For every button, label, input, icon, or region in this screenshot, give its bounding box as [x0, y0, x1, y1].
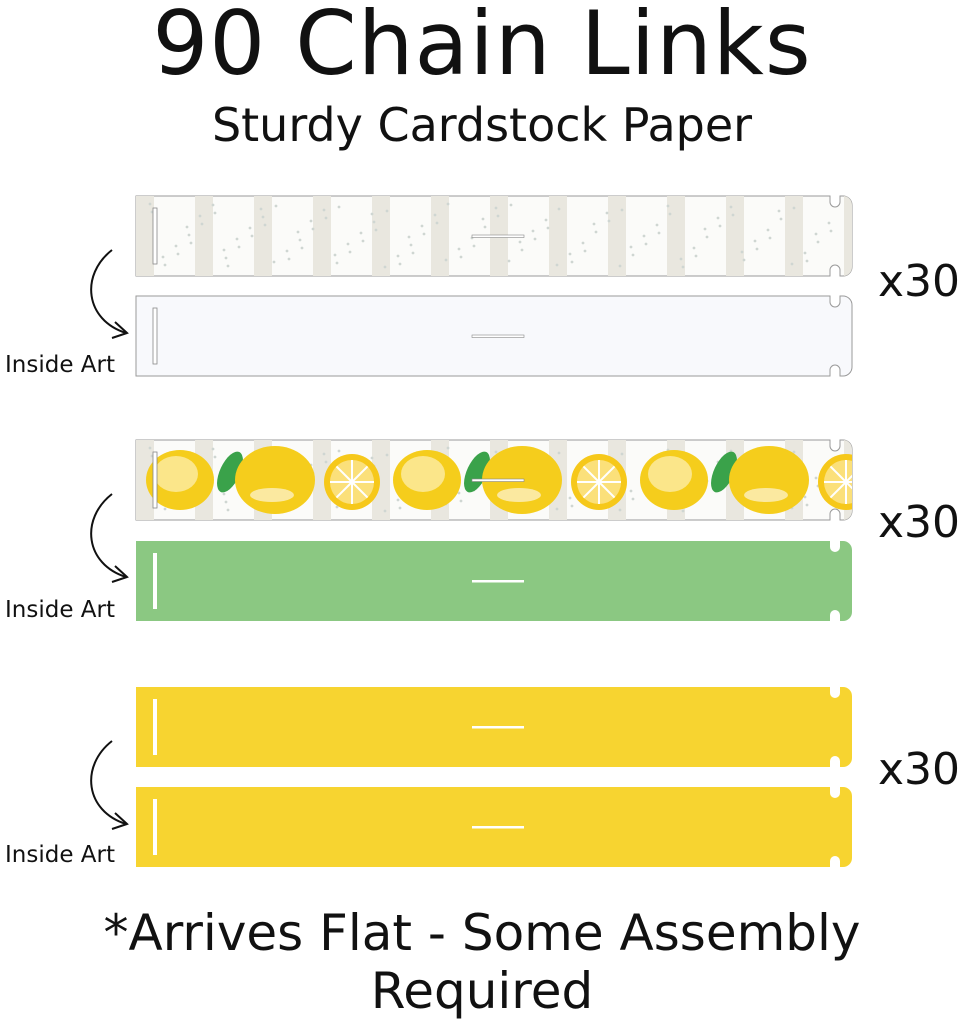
slot — [152, 451, 158, 509]
inside-art-label: Inside Art — [5, 352, 116, 378]
stripe — [313, 440, 331, 520]
stripe — [844, 196, 852, 276]
stripe — [254, 196, 272, 276]
stripe — [667, 196, 685, 276]
leaf — [711, 451, 737, 493]
outside-strip-striped-dots — [135, 195, 853, 277]
stripe — [726, 196, 744, 276]
leaf — [464, 451, 490, 493]
assembly-note: *Arrives Flat - Some Assembly Required — [103, 904, 861, 1020]
stripe — [195, 196, 213, 276]
inside-art-label: Inside Art — [5, 597, 116, 623]
quantity-label: x30 — [878, 497, 961, 548]
lemon — [235, 446, 315, 514]
slit — [471, 334, 525, 338]
flip-arrow-icon — [90, 493, 129, 583]
flip-arrow-icon — [90, 249, 129, 339]
slit — [471, 478, 525, 482]
quantity-label: x30 — [878, 256, 961, 307]
slit — [472, 580, 524, 583]
stripe — [313, 196, 331, 276]
slot — [152, 207, 158, 265]
stripe — [136, 196, 154, 276]
stripe — [136, 440, 154, 520]
inside-strip-plain-yellow — [136, 787, 852, 867]
slot — [153, 553, 157, 609]
slot — [152, 307, 158, 365]
inside-strip-plain-white — [135, 295, 853, 377]
quantity-label: x30 — [878, 744, 961, 795]
leaf — [217, 451, 243, 493]
stripe — [549, 196, 567, 276]
slit — [472, 726, 524, 729]
slit — [471, 234, 525, 238]
slot — [153, 699, 157, 755]
slit — [472, 826, 524, 829]
inside-art-label: Inside Art — [5, 842, 116, 868]
slot — [153, 799, 157, 855]
inside-strip-plain-green — [136, 541, 852, 621]
outside-strip-plain-yellow — [136, 687, 852, 767]
chain-link-strips — [90, 195, 853, 867]
outside-strip-lemon-pattern — [135, 439, 853, 521]
page-subtitle: Sturdy Cardstock Paper — [211, 98, 753, 152]
stripe — [372, 440, 390, 520]
page-title: 90 Chain Links — [152, 0, 812, 95]
stripe — [785, 196, 803, 276]
flip-arrow-icon — [90, 740, 129, 830]
lemon — [729, 446, 809, 514]
stripe — [372, 196, 390, 276]
stripe — [431, 196, 449, 276]
stripe — [608, 196, 626, 276]
